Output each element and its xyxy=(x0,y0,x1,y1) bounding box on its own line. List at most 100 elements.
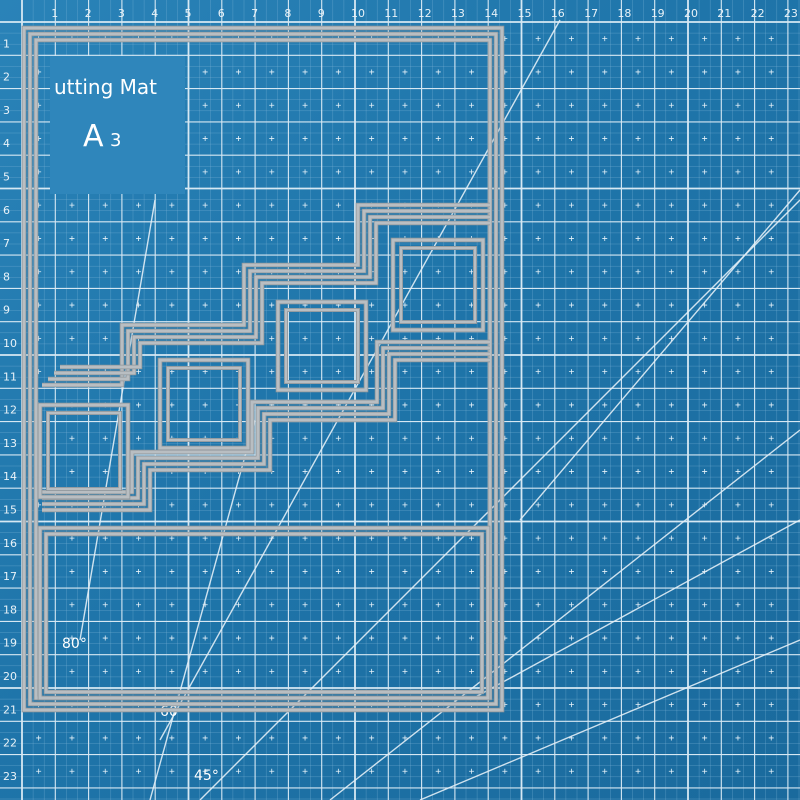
ruler-left-label: 17 xyxy=(3,570,17,583)
grid-crosses-line xyxy=(302,69,308,75)
grid-crosses-line xyxy=(668,735,674,741)
grid-crosses-line xyxy=(535,602,541,608)
grid-crosses-line xyxy=(302,502,308,508)
grid-crosses-line xyxy=(602,535,608,541)
grid-crosses-line xyxy=(169,302,175,308)
grid-crosses-line xyxy=(136,602,142,608)
grid-crosses-line xyxy=(735,469,741,475)
grid-crosses-line xyxy=(469,136,475,142)
grid-crosses-line xyxy=(602,202,608,208)
ruler-top-label: 20 xyxy=(684,7,698,20)
grid-crosses-line xyxy=(335,136,341,142)
grid-crosses-line xyxy=(668,235,674,241)
grid-crosses-line xyxy=(635,702,641,708)
grid-crosses-line xyxy=(335,235,341,241)
grid-crosses-line xyxy=(568,435,574,441)
grid-crosses-line xyxy=(602,335,608,341)
grid-crosses-line xyxy=(602,469,608,475)
grid-crosses-line xyxy=(435,668,441,674)
grid-crosses-line xyxy=(69,469,75,475)
grid-crosses-line xyxy=(335,369,341,375)
grid-crosses-line xyxy=(435,136,441,142)
grid-crosses-line xyxy=(402,102,408,108)
grid-crosses-line xyxy=(202,635,208,641)
grid-crosses-line xyxy=(269,735,275,741)
grid-crosses-line xyxy=(69,302,75,308)
ruler-left-label: 2 xyxy=(3,71,10,84)
grid-crosses-line xyxy=(269,302,275,308)
grid-crosses-line xyxy=(735,602,741,608)
grid-crosses-line xyxy=(768,302,774,308)
angle-guide-lines-line xyxy=(419,639,800,800)
grid-crosses-line xyxy=(702,702,708,708)
grid-crosses-line xyxy=(602,502,608,508)
ruler-top-label: 19 xyxy=(651,7,665,20)
grid-crosses-line xyxy=(102,535,108,541)
grid-crosses-line xyxy=(735,568,741,574)
grid-crosses-line xyxy=(702,69,708,75)
grid-crosses-line xyxy=(635,136,641,142)
die-strip xyxy=(284,308,360,384)
grid-crosses-line xyxy=(469,369,475,375)
grid-crosses-line xyxy=(735,235,741,241)
grid-crosses-line xyxy=(102,735,108,741)
ruler-top-label: 8 xyxy=(284,7,291,20)
grid-crosses-line xyxy=(102,235,108,241)
grid-crosses-line xyxy=(735,768,741,774)
grid-crosses-line xyxy=(369,69,375,75)
grid-crosses-line xyxy=(469,502,475,508)
grid-crosses-line xyxy=(568,102,574,108)
ruler-left-label: 22 xyxy=(3,737,17,750)
grid-crosses-line xyxy=(535,235,541,241)
grid-crosses-line xyxy=(668,668,674,674)
ruler-top-label: 4 xyxy=(151,7,158,20)
grid-crosses-line xyxy=(69,269,75,275)
grid-crosses xyxy=(36,36,774,774)
grid-crosses-line xyxy=(602,136,608,142)
grid-crosses-line xyxy=(235,635,241,641)
grid-crosses-line xyxy=(136,269,142,275)
grid-crosses-line xyxy=(169,402,175,408)
grid-crosses-line xyxy=(602,768,608,774)
grid-crosses-line xyxy=(568,768,574,774)
grid-crosses-line xyxy=(735,702,741,708)
grid-crosses-line xyxy=(435,302,441,308)
die-strip xyxy=(399,246,477,324)
grid-crosses-line xyxy=(69,535,75,541)
ruler-top-label: 18 xyxy=(617,7,631,20)
grid-crosses-line xyxy=(335,668,341,674)
grid-crosses-line xyxy=(768,402,774,408)
grid-crosses-line xyxy=(169,668,175,674)
grid-crosses-line xyxy=(668,369,674,375)
grid-crosses-line xyxy=(668,435,674,441)
grid-crosses-line xyxy=(668,269,674,275)
grid-crosses-line xyxy=(702,335,708,341)
grid-crosses-line xyxy=(635,602,641,608)
grid-crosses-line xyxy=(335,169,341,175)
ruler-left-label: 15 xyxy=(3,504,17,517)
grid-crosses-line xyxy=(702,735,708,741)
ruler-top-label: 10 xyxy=(351,7,365,20)
grid-crosses-line xyxy=(768,568,774,574)
grid-crosses-line xyxy=(369,136,375,142)
grid-crosses-line xyxy=(169,735,175,741)
grid-crosses-line xyxy=(735,335,741,341)
angle-guide-lines-line xyxy=(149,419,256,800)
grid-crosses-line xyxy=(535,269,541,275)
grid-crosses-line xyxy=(302,435,308,441)
angle-guide-lines-line xyxy=(469,519,800,701)
grid-crosses-line xyxy=(402,668,408,674)
grid-crosses-line xyxy=(568,202,574,208)
grid-crosses-line xyxy=(302,202,308,208)
grid-crosses-line xyxy=(735,102,741,108)
grid-crosses-line xyxy=(269,69,275,75)
grid-crosses-line xyxy=(568,136,574,142)
grid-crosses-line xyxy=(469,635,475,641)
grid-crosses-line xyxy=(235,668,241,674)
grid-crosses-line xyxy=(469,402,475,408)
grid-crosses-line xyxy=(302,668,308,674)
grid-crosses-line xyxy=(102,302,108,308)
grid-crosses-line xyxy=(136,369,142,375)
grid-crosses-line xyxy=(469,102,475,108)
grid-crosses-line xyxy=(602,235,608,241)
